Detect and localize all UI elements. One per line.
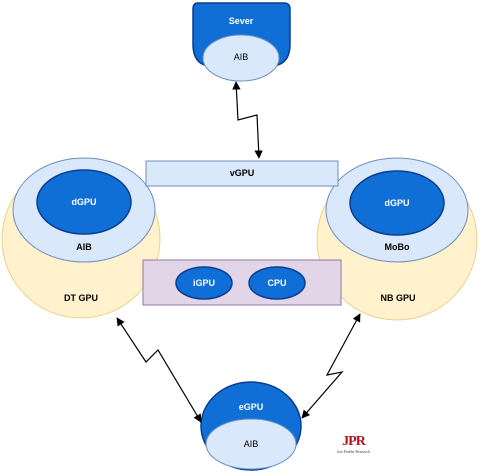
sever-aib-ellipse: [202, 34, 280, 82]
jpr-logo-text: JPR: [342, 434, 366, 449]
cpu-ellipse: [248, 266, 306, 300]
cpu-label: CPU: [267, 278, 287, 288]
dt-egpu-link: [116, 317, 202, 423]
soc-box: [142, 259, 342, 306]
nb-gpu-label: NB GPU: [380, 293, 416, 303]
dt-aib-label: AIB: [76, 242, 92, 252]
sever-vgpu-link: [232, 81, 263, 159]
igpu-label: iGPU: [192, 278, 215, 288]
jpr-logo-subtext: Jon Peddie Research: [336, 449, 371, 454]
dt-dgpu-ellipse: [36, 169, 132, 235]
vgpu-bar: [145, 160, 339, 187]
sever-aib-label: AIB: [233, 52, 249, 62]
sever-label: Sever: [228, 16, 254, 26]
vgpu-label: vGPU: [229, 168, 255, 178]
dt-dgpu-label: dGPU: [71, 197, 97, 207]
jpr-logo: JPR Jon Peddie Research: [336, 434, 371, 456]
egpu-label: eGPU: [238, 402, 264, 412]
nb-dgpu-label: dGPU: [384, 198, 410, 208]
egpu-aib-label: AIB: [243, 439, 259, 449]
egpu-aib-ellipse: [205, 418, 297, 470]
nb-dgpu-ellipse: [349, 170, 445, 236]
dt-gpu-label: DT GPU: [63, 293, 98, 303]
nb-mobo-label: MoBo: [384, 242, 410, 252]
nb-egpu-link: [301, 313, 361, 419]
igpu-ellipse: [175, 266, 233, 300]
